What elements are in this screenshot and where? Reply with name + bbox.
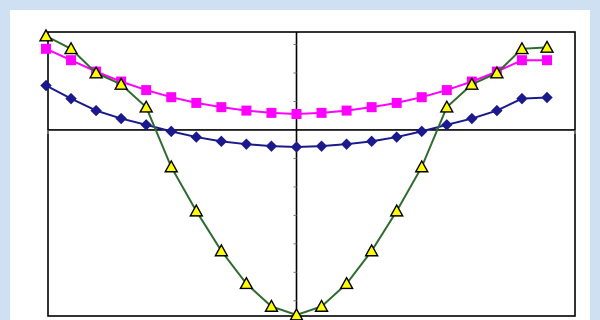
data-point bbox=[139, 99, 154, 113]
data-point bbox=[439, 99, 454, 113]
data-point bbox=[239, 276, 254, 290]
data-point bbox=[391, 97, 402, 108]
data-point bbox=[516, 92, 528, 105]
data-point bbox=[491, 104, 503, 117]
data-point bbox=[390, 131, 403, 143]
data-point bbox=[416, 125, 428, 138]
line-chart bbox=[38, 28, 576, 320]
data-point bbox=[216, 102, 227, 113]
data-point bbox=[240, 138, 253, 150]
data-point bbox=[38, 28, 54, 42]
data-point bbox=[514, 41, 530, 55]
data-point bbox=[113, 76, 129, 90]
data-point bbox=[416, 92, 427, 103]
data-point bbox=[315, 140, 328, 152]
data-point bbox=[539, 39, 555, 53]
data-point bbox=[389, 203, 404, 217]
data-point bbox=[464, 76, 480, 90]
data-point bbox=[542, 55, 552, 66]
data-point bbox=[291, 109, 302, 120]
data-point bbox=[340, 138, 353, 150]
data-point bbox=[215, 135, 228, 148]
data-point bbox=[316, 107, 327, 118]
data-point bbox=[141, 85, 152, 96]
data-point bbox=[541, 91, 553, 104]
data-point bbox=[65, 92, 77, 105]
data-point bbox=[264, 299, 279, 312]
data-point bbox=[140, 119, 152, 131]
data-point bbox=[441, 119, 453, 131]
data-point bbox=[266, 107, 277, 118]
data-point bbox=[88, 65, 104, 79]
data-point bbox=[41, 43, 51, 54]
data-point bbox=[414, 159, 429, 173]
data-point bbox=[265, 140, 278, 152]
data-point bbox=[365, 135, 378, 148]
plot-border bbox=[47, 31, 576, 317]
data-point bbox=[341, 105, 352, 116]
data-point bbox=[466, 112, 478, 125]
data-point bbox=[339, 276, 354, 290]
data-point bbox=[190, 131, 203, 143]
data-point bbox=[441, 85, 452, 96]
data-point bbox=[40, 79, 52, 92]
data-point bbox=[90, 104, 102, 117]
data-point bbox=[164, 159, 179, 173]
data-point bbox=[63, 41, 79, 55]
data-point bbox=[189, 203, 204, 217]
data-point bbox=[66, 55, 77, 66]
data-point bbox=[191, 97, 202, 108]
data-point bbox=[516, 55, 527, 66]
data-point bbox=[314, 299, 329, 312]
data-point bbox=[364, 243, 379, 257]
data-point bbox=[165, 125, 177, 138]
chart-frame bbox=[10, 10, 590, 320]
data-point bbox=[366, 102, 377, 113]
data-point bbox=[166, 92, 177, 103]
data-point bbox=[290, 141, 303, 153]
data-point bbox=[214, 243, 229, 257]
data-point bbox=[489, 65, 505, 79]
data-point bbox=[241, 105, 252, 116]
data-point bbox=[115, 112, 127, 125]
